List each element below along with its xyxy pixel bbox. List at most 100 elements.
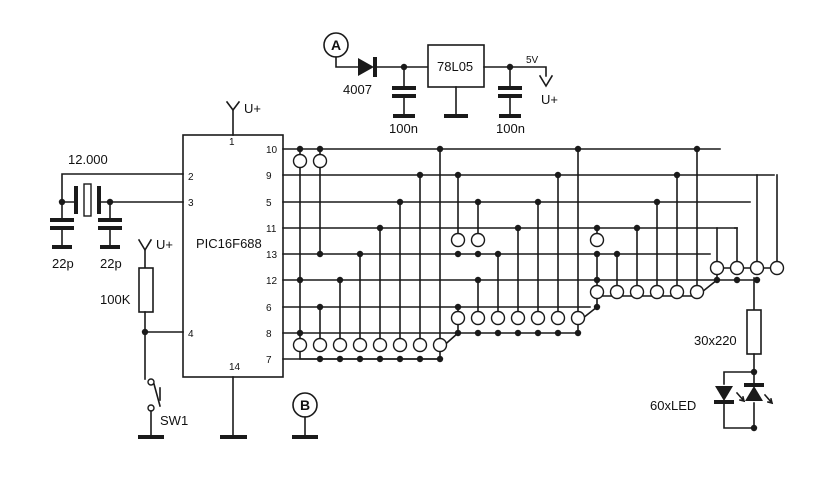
junction-dot: [396, 355, 404, 363]
cap-in-label: 100n: [389, 121, 418, 136]
led-contact: [332, 337, 348, 353]
junction-dot: [593, 224, 601, 232]
osc-cap-1-label: 22p: [52, 256, 74, 271]
led-contact: [490, 310, 506, 326]
led-contact: [372, 337, 388, 353]
reset-vplus-label: U+: [156, 237, 173, 252]
led-contact: [432, 337, 448, 353]
junction-dot: [514, 329, 522, 337]
junction-dot: [613, 250, 621, 258]
power-supply: A 4007 100n 78L05 100n 5V U+: [323, 32, 558, 136]
port-label: 5: [266, 198, 272, 209]
junction-dot: [534, 198, 542, 206]
led-contact: [609, 284, 625, 300]
junction-dot: [296, 145, 304, 153]
reset-resistor-label: 100K: [100, 292, 131, 307]
resistor-count-label: 30x220: [694, 333, 737, 348]
led-contact: [470, 232, 486, 248]
diode-symbol: [358, 58, 374, 76]
led-contact: [392, 337, 408, 353]
junction-dot: [633, 224, 641, 232]
series-resistor: [746, 309, 762, 355]
junction-dot: [454, 250, 462, 258]
ic-vplus-label: U+: [244, 101, 261, 116]
port-label: 7: [266, 355, 272, 366]
led-contact: [450, 232, 466, 248]
osc-cap-2-label: 22p: [100, 256, 122, 271]
junction-dot: [474, 276, 482, 284]
regulator-label: 78L05: [437, 59, 473, 74]
junction-dot: [593, 303, 601, 311]
junction-dot: [336, 276, 344, 284]
crystal-label: 12.000: [68, 152, 108, 167]
junction-dot: [713, 276, 721, 284]
led-contact: [412, 337, 428, 353]
port-label: 12: [266, 276, 278, 287]
junction-dot: [494, 250, 502, 258]
junction-dot: [316, 250, 324, 258]
led-contact: [729, 260, 745, 276]
junction-dot: [316, 145, 324, 153]
led-contact: [352, 337, 368, 353]
led-contact: [550, 310, 566, 326]
junction-dot: [436, 355, 444, 363]
junction-dot: [673, 171, 681, 179]
diode-label: 4007: [343, 82, 372, 97]
junction-dot: [554, 329, 562, 337]
led-contact: [530, 310, 546, 326]
led-contact: [450, 310, 466, 326]
led-contact: [570, 310, 586, 326]
port-label: 6: [266, 303, 272, 314]
connector-b-group: B: [292, 392, 318, 439]
junction-dot: [554, 171, 562, 179]
led-contact: [649, 284, 665, 300]
junction-dot: [474, 329, 482, 337]
led-contact: [589, 284, 605, 300]
junction-dot: [474, 198, 482, 206]
junction-dot: [653, 198, 661, 206]
junction-dot: [316, 303, 324, 311]
led-contact: [669, 284, 685, 300]
connector-a-label: A: [331, 37, 341, 53]
junction-dot: [474, 250, 482, 258]
port-label: 11: [266, 224, 277, 235]
junction-dot: [416, 171, 424, 179]
connector-b-label: B: [300, 397, 310, 413]
port-label: 10: [266, 145, 278, 156]
led-contact: [292, 153, 308, 169]
junction-dot: [753, 276, 761, 284]
crystal-oscillator: 12.000 22p 22p: [50, 152, 184, 271]
led-contact: [589, 232, 605, 248]
switch-label: SW1: [160, 413, 188, 428]
junction-dot: [593, 250, 601, 258]
junction-dot: [436, 145, 444, 153]
pin-3-label: 3: [188, 198, 194, 209]
junction-dot: [356, 355, 364, 363]
junction-dot: [396, 198, 404, 206]
led-contact: [510, 310, 526, 326]
junction-dot: [574, 329, 582, 337]
led-contact: [292, 337, 308, 353]
port-label: 8: [266, 329, 272, 340]
cap-out-label: 100n: [496, 121, 525, 136]
junction-dot: [296, 276, 304, 284]
junction-dot: [534, 329, 542, 337]
ic-supply: U+: [220, 100, 261, 439]
led-symbol-1: [715, 386, 733, 401]
junction-dot: [494, 329, 502, 337]
junction-dot: [376, 355, 384, 363]
led-contact: [749, 260, 765, 276]
junction-dot: [316, 355, 324, 363]
port-label: 9: [266, 171, 272, 182]
led-contact: [709, 260, 725, 276]
led-symbol-2: [745, 386, 763, 401]
junction-dot: [454, 303, 462, 311]
junction-dot: [376, 224, 384, 232]
led-contact: [470, 310, 486, 326]
junction-dot: [593, 276, 601, 284]
pin-14-label: 14: [229, 362, 241, 373]
led-contact: [629, 284, 645, 300]
led-contact: [312, 153, 328, 169]
junction-dot: [574, 145, 582, 153]
